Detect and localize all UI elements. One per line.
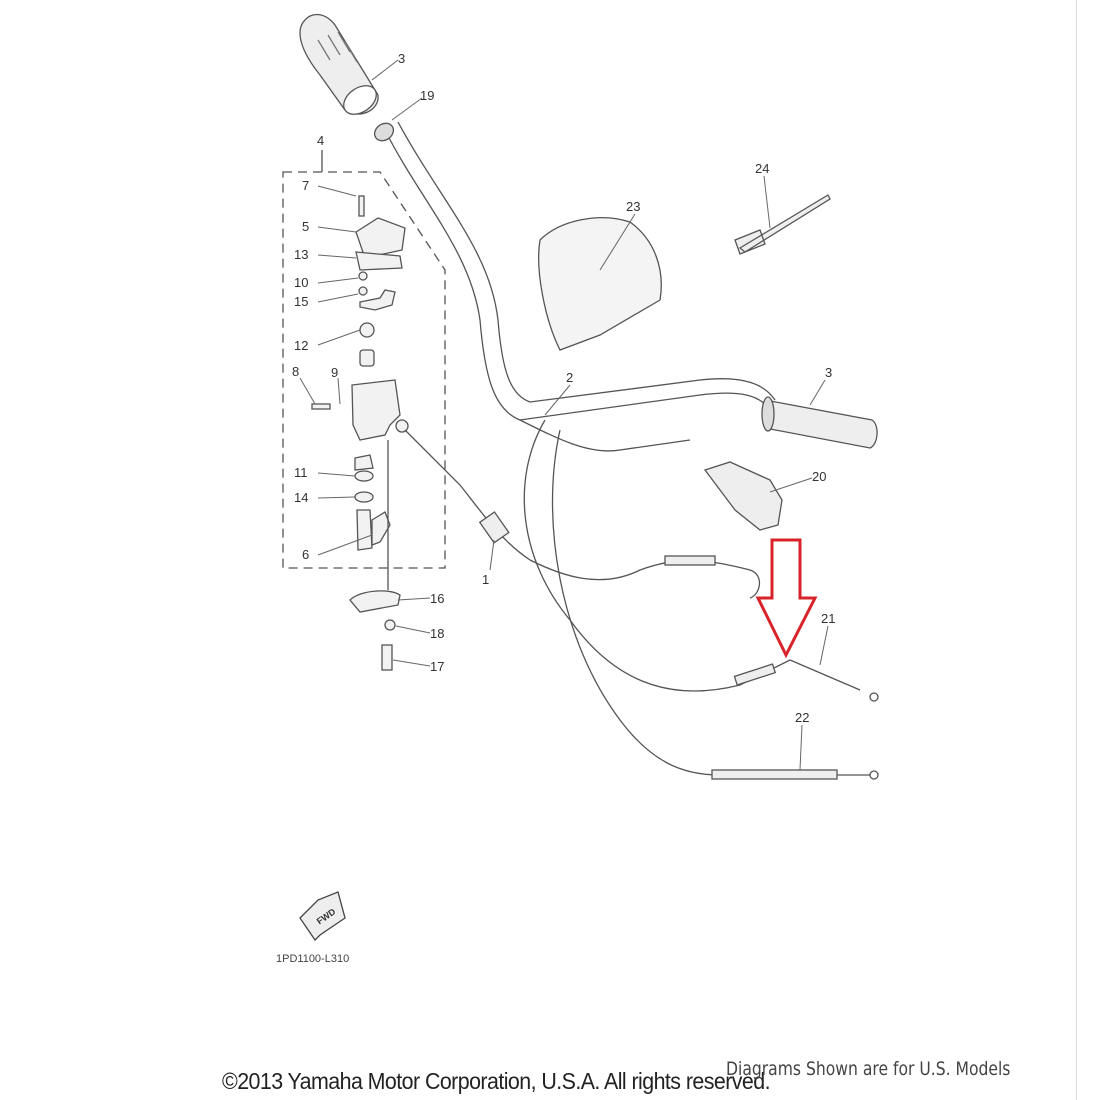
cable-22-fitting	[711, 769, 838, 780]
fwd-arrow-icon: FWD	[299, 891, 346, 942]
cable-adjuster	[478, 511, 510, 544]
label-17: 17	[430, 659, 444, 674]
copyright-text: ©2013 Yamaha Motor Corporation, U.S.A. A…	[222, 1068, 771, 1094]
left-grip	[299, 13, 395, 142]
part-labels: 3 19 4 7 5 13 10 15 12 8 9 11 14 6 16 18…	[292, 51, 835, 725]
cable-fitting	[664, 555, 716, 566]
right-grip	[761, 396, 878, 449]
label-22: 22	[795, 710, 809, 725]
label-24: 24	[755, 161, 769, 176]
cable-end	[869, 692, 879, 702]
label-3: 3	[398, 51, 405, 66]
band	[734, 194, 831, 255]
label-12: 12	[294, 338, 308, 353]
cable-end	[869, 770, 879, 780]
diagram-code: 1PD1100-L310	[276, 953, 349, 965]
label-18: 18	[430, 626, 444, 641]
label-15: 15	[294, 294, 308, 309]
cable-22	[551, 429, 870, 776]
label-23: 23	[626, 199, 640, 214]
label-11: 11	[294, 465, 308, 480]
label-4: 4	[317, 133, 324, 148]
label-13: 13	[294, 247, 308, 262]
label-9: 9	[331, 365, 338, 380]
page-edge-divider	[1076, 0, 1077, 1100]
handlebar	[384, 121, 776, 452]
throttle-housing-parts	[311, 195, 409, 671]
disclaimer-text: Diagrams Shown are for U.S. Models	[726, 1058, 1011, 1080]
label-3-right: 3	[825, 365, 832, 380]
label-7: 7	[302, 178, 309, 193]
label-6: 6	[302, 547, 309, 562]
label-2: 2	[566, 370, 573, 385]
label-1: 1	[482, 572, 489, 587]
label-16: 16	[430, 591, 444, 606]
label-19: 19	[420, 88, 434, 103]
label-21: 21	[821, 611, 835, 626]
label-20: 20	[812, 469, 826, 484]
label-10: 10	[294, 275, 308, 290]
throttle-assembly-box	[282, 171, 446, 569]
handlebar-pad	[538, 217, 662, 351]
label-14: 14	[294, 490, 308, 505]
cable-21-fitting	[733, 663, 777, 686]
label-8: 8	[292, 364, 299, 379]
highlight-arrow	[755, 538, 818, 659]
switch-cover	[703, 461, 783, 531]
throttle-cable	[404, 429, 761, 599]
label-5: 5	[302, 219, 309, 234]
callout-lines	[299, 59, 829, 771]
